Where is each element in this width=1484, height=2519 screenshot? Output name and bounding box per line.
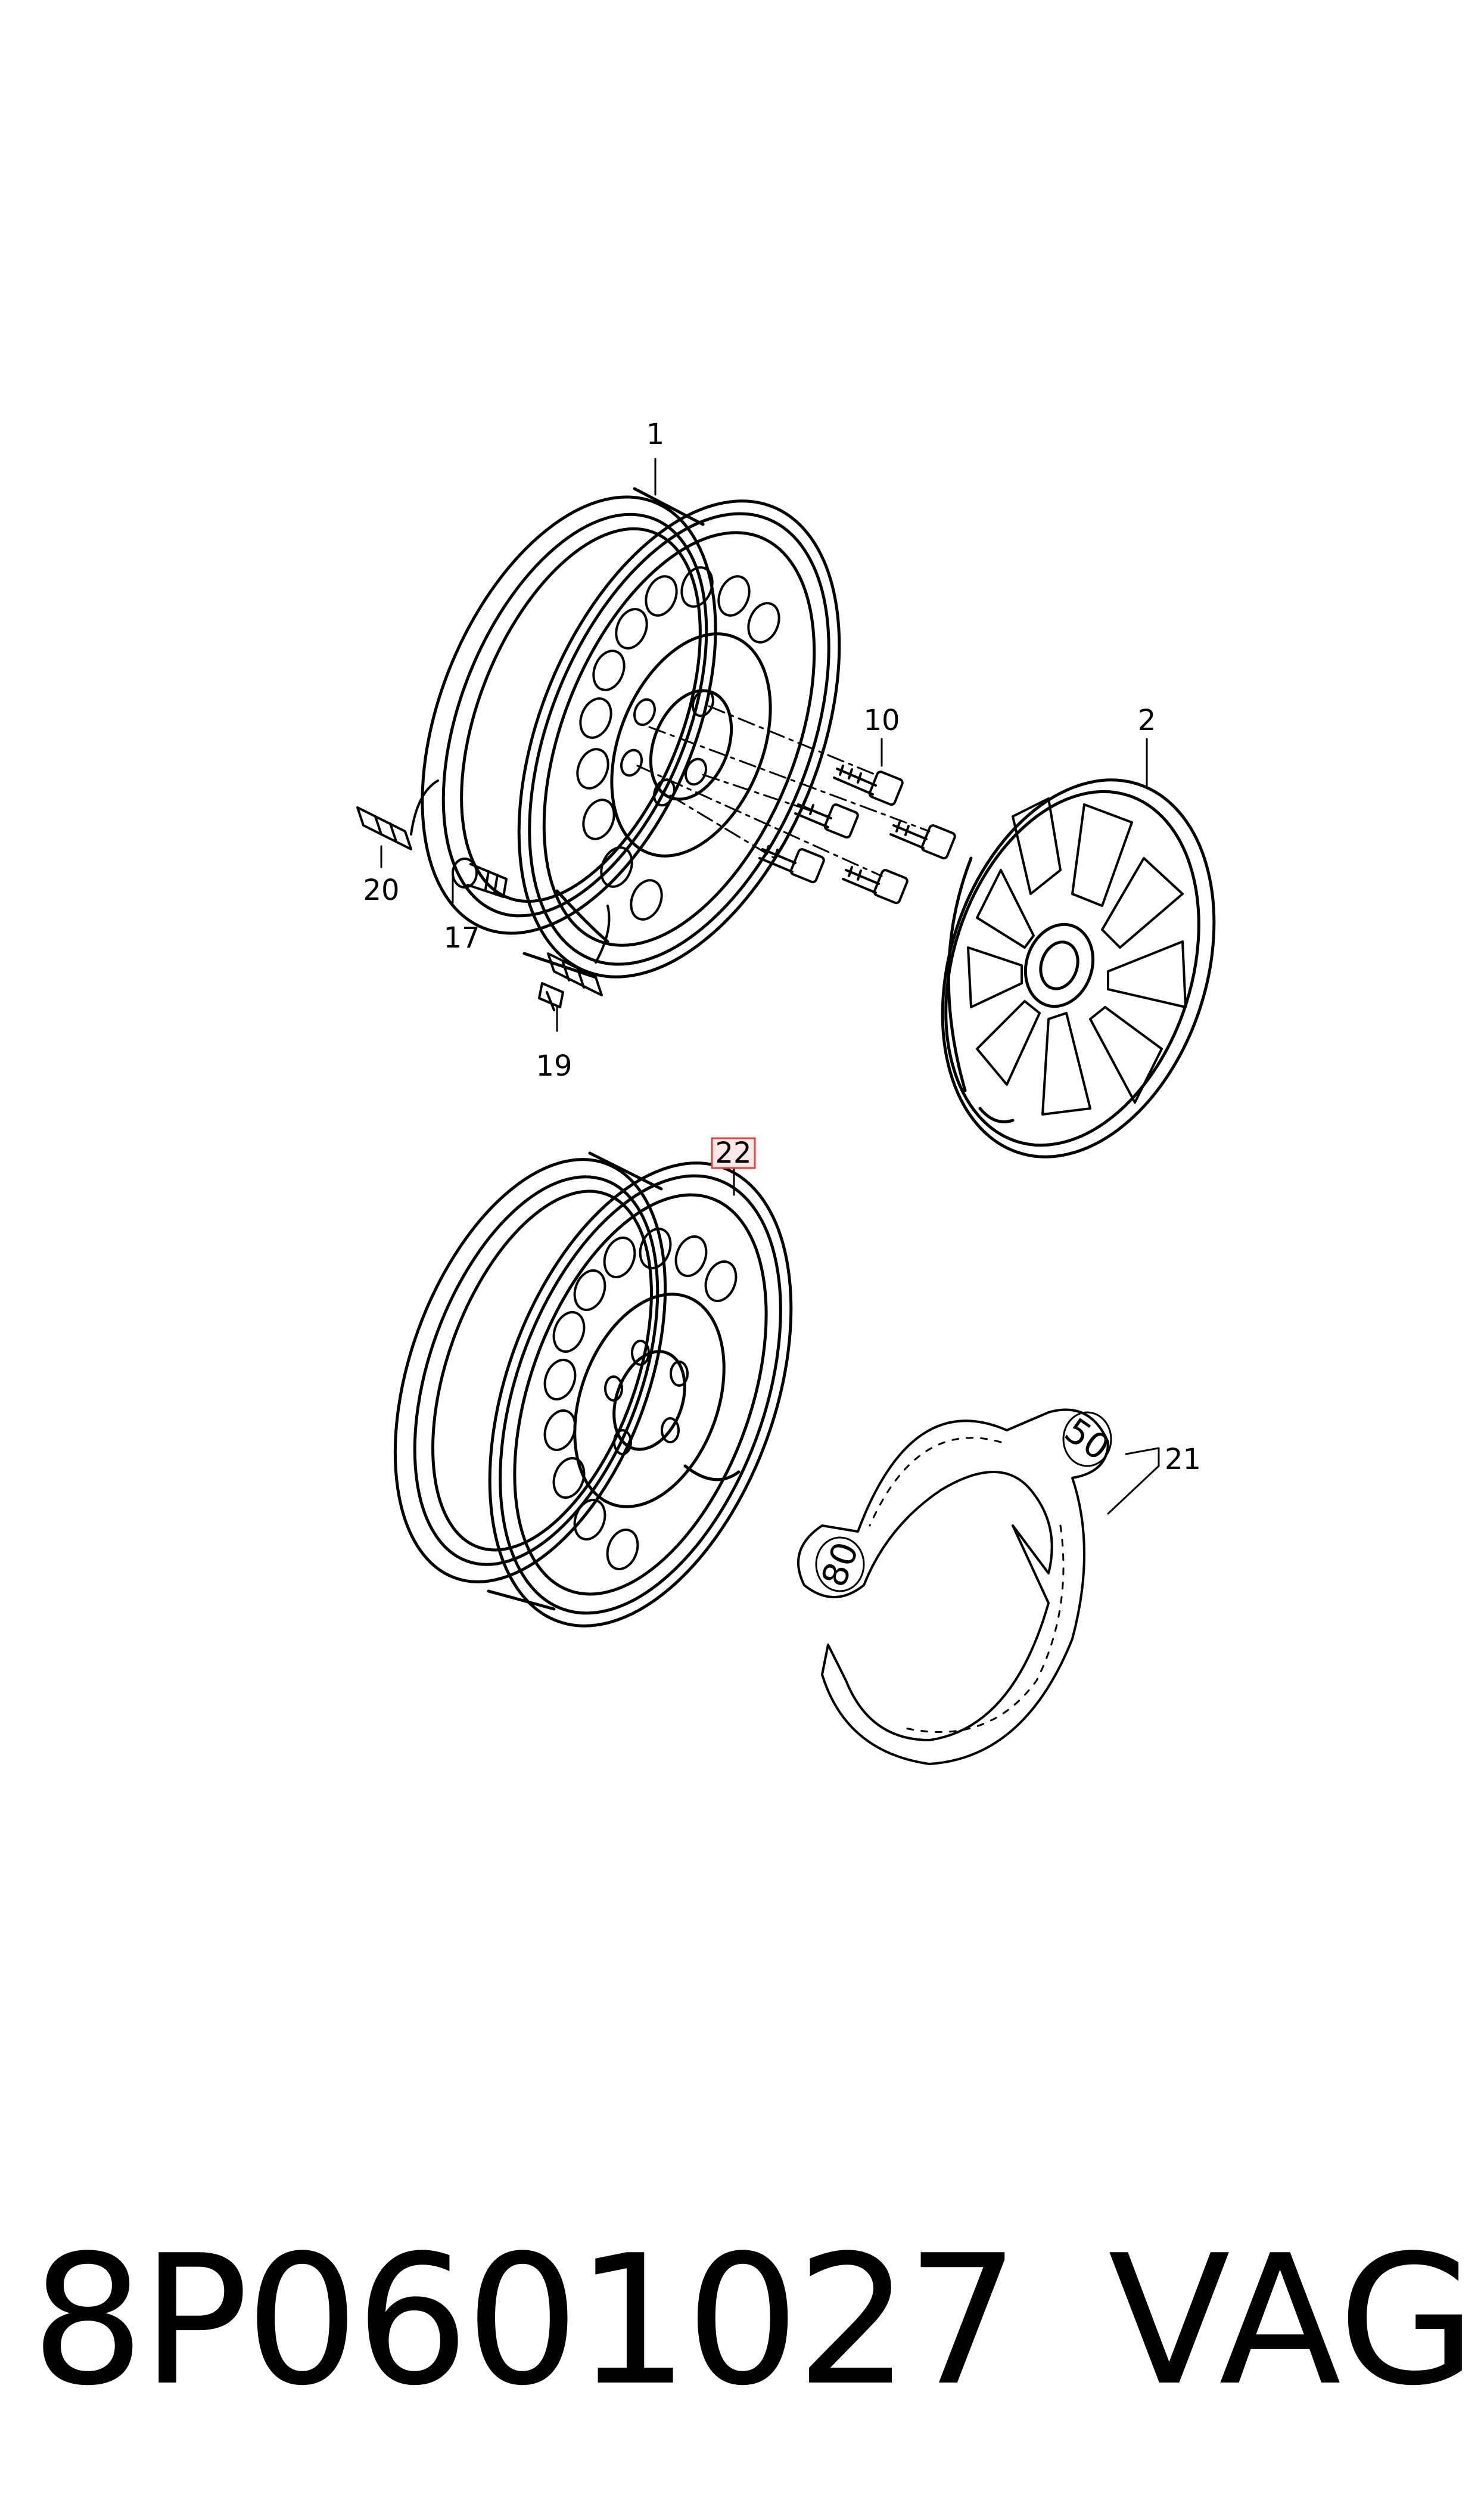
callout-20: 20 — [363, 874, 399, 907]
part-number: 8P0601027 — [31, 2217, 1020, 2425]
callout-2: 2 — [1138, 704, 1156, 737]
callout-22: 22 — [715, 1136, 751, 1170]
callout-22-box: 22 — [711, 1136, 756, 1170]
ring-label-80: 80 — [813, 1537, 866, 1592]
brand-label: VAG — [1108, 2217, 1477, 2425]
callout-21: 21 — [1165, 1443, 1201, 1476]
hub-cap — [941, 778, 1216, 1158]
leader-lines — [380, 458, 1160, 1515]
balance-weight-20 — [356, 779, 439, 850]
wheel-bolts — [758, 765, 956, 905]
callout-1: 1 — [646, 418, 665, 451]
steel-wheel-lower — [393, 1151, 793, 1627]
ring-label-50: 50 — [1057, 1410, 1116, 1468]
speed-limit-sticker — [797, 1408, 1112, 1765]
balance-weight-19 — [538, 905, 611, 1011]
vent-holes — [576, 566, 780, 921]
callout-10: 10 — [863, 704, 900, 737]
callout-17: 17 — [443, 921, 480, 955]
callout-19: 19 — [536, 1049, 572, 1083]
steel-wheel-upper — [421, 487, 841, 979]
